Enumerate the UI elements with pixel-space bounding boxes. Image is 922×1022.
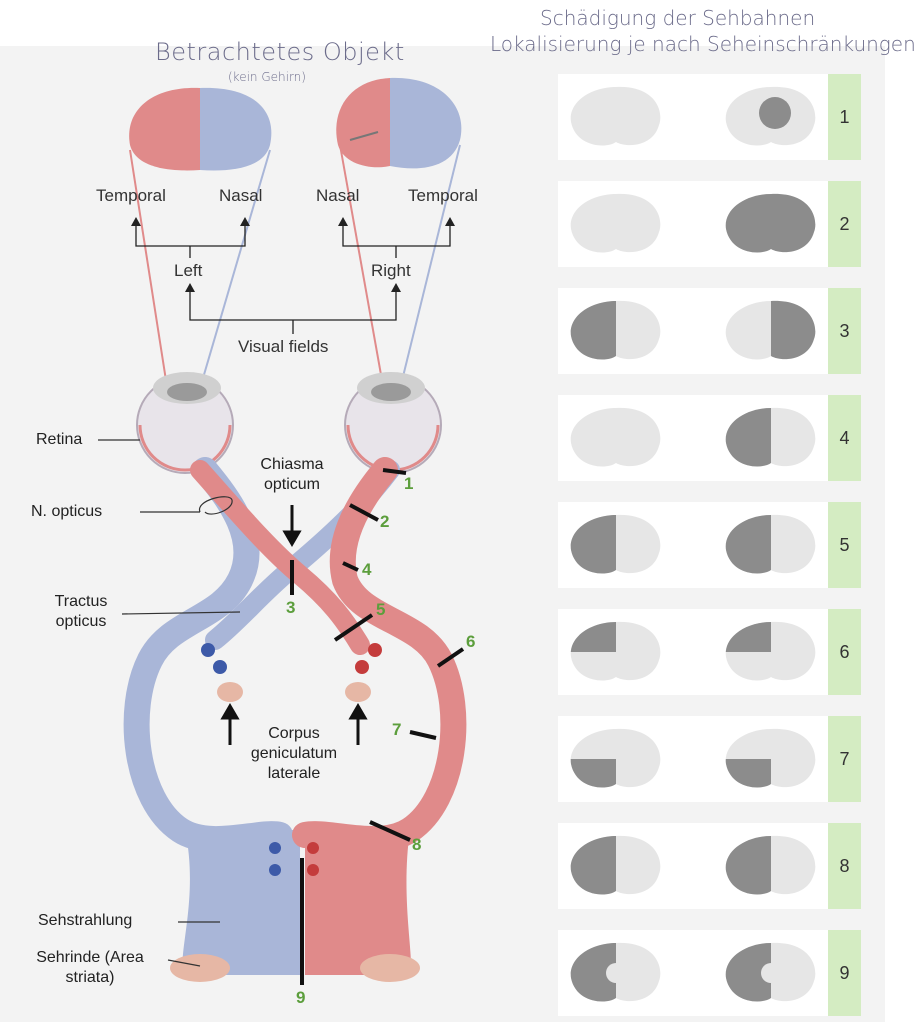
label-nasal-left: Nasal bbox=[219, 186, 263, 205]
visual-field-shape bbox=[570, 407, 661, 467]
lesion-number-5: 5 bbox=[376, 600, 386, 619]
deficit-row: 1 bbox=[558, 74, 861, 160]
deficit-fields bbox=[570, 942, 816, 1002]
deficit-left-half bbox=[570, 300, 616, 360]
deficit-full bbox=[725, 193, 816, 253]
label-cgl-line3: laterale bbox=[267, 765, 321, 782]
lesion-number-8: 8 bbox=[412, 835, 422, 854]
label-temporal-left: Temporal bbox=[96, 186, 166, 205]
handwritten-subtitle: (kein Gehirn) bbox=[228, 70, 306, 84]
right-visual-field-disc bbox=[336, 77, 462, 169]
label-chiasma-line2: opticum bbox=[263, 476, 321, 493]
left-eyeball bbox=[136, 372, 234, 474]
handwritten-heading-line1: Schädigung der Sehbahnen bbox=[540, 6, 816, 30]
deficit-lower-left-quadrant bbox=[725, 759, 771, 788]
label-right: Right bbox=[371, 261, 411, 280]
label-left: Left bbox=[174, 261, 203, 280]
label-retina: Retina bbox=[36, 431, 83, 448]
deficit-row: 6 bbox=[558, 609, 861, 695]
row-number-tab: 8 bbox=[828, 823, 861, 909]
deficit-left-half-macular-sparing bbox=[725, 942, 781, 1002]
handwritten-title-object: Betrachtetes Objekt bbox=[155, 38, 405, 66]
deficit-fields bbox=[570, 728, 816, 788]
label-n-opticus: N. opticus bbox=[31, 503, 103, 520]
deficit-fields bbox=[570, 514, 816, 574]
deficit-fields bbox=[570, 86, 816, 146]
deficit-left-half bbox=[570, 835, 616, 895]
deficit-left-half bbox=[725, 407, 771, 467]
label-temporal-right: Temporal bbox=[408, 186, 478, 205]
lesion-number-9: 9 bbox=[296, 988, 306, 1007]
deficit-fields bbox=[570, 300, 816, 360]
blue-radiation-fill bbox=[182, 830, 300, 975]
lgn-right-nuclei bbox=[345, 643, 382, 702]
deficit-upper-left-quadrant bbox=[570, 621, 616, 652]
deficit-row: 7 bbox=[558, 716, 861, 802]
lesion-number-7: 7 bbox=[392, 720, 402, 739]
deficit-fields bbox=[570, 835, 816, 895]
row-number-tab: 4 bbox=[828, 395, 861, 481]
label-sehrinde: Sehrinde (Area striata) bbox=[10, 948, 170, 988]
label-tractus-line2: opticus bbox=[55, 613, 107, 630]
deficit-row: 4 bbox=[558, 395, 861, 481]
deficit-right-half bbox=[771, 300, 816, 360]
row-number-tab: 2 bbox=[828, 181, 861, 267]
deficit-fields bbox=[570, 621, 816, 681]
handwritten-heading-line2: Lokalisierung je nach Seheinschränkungen bbox=[490, 32, 916, 56]
lesion-number-3: 3 bbox=[286, 598, 296, 617]
label-chiasma: Chiasma opticum bbox=[252, 455, 332, 495]
label-visual-fields: Visual fields bbox=[238, 337, 329, 356]
deficit-row: 2 bbox=[558, 181, 861, 267]
row-number-tab: 7 bbox=[828, 716, 861, 802]
row-number-tab: 6 bbox=[828, 609, 861, 695]
deficit-upper-left-quadrant bbox=[725, 621, 771, 652]
label-nasal-right: Nasal bbox=[316, 186, 360, 205]
row-number-tab: 9 bbox=[828, 930, 861, 1016]
label-sehrinde-line2: striata) bbox=[65, 969, 115, 986]
deficit-lower-left-quadrant bbox=[570, 759, 616, 788]
visual-field-shape bbox=[570, 193, 661, 253]
red-radiation-fill bbox=[305, 830, 412, 975]
label-corpus-geniculatum: Corpus geniculatum laterale bbox=[242, 724, 346, 784]
lesion-number-2: 2 bbox=[380, 512, 390, 531]
deficit-row: 5 bbox=[558, 502, 861, 588]
label-cgl-line2: geniculatum bbox=[250, 745, 338, 762]
lesion-number-1: 1 bbox=[404, 474, 414, 493]
lgn-left-nuclei bbox=[201, 643, 243, 702]
label-tractus-line1: Tractus bbox=[54, 593, 108, 610]
row-number-tab: 1 bbox=[828, 74, 861, 160]
row-number-tab: 5 bbox=[828, 502, 861, 588]
label-tractus: Tractus opticus bbox=[42, 592, 120, 632]
lesion-number-6: 6 bbox=[466, 632, 476, 651]
right-eyeball bbox=[344, 372, 442, 474]
label-cgl-line1: Corpus bbox=[268, 725, 320, 742]
deficit-fields bbox=[570, 193, 816, 253]
left-visual-field-disc bbox=[129, 87, 272, 171]
lesion-number-4: 4 bbox=[362, 560, 372, 579]
visual-field-shape bbox=[570, 86, 661, 146]
label-sehstrahlung: Sehstrahlung bbox=[38, 912, 133, 929]
deficit-left-half bbox=[725, 514, 771, 574]
deficit-row: 8 bbox=[558, 823, 861, 909]
deficit-row: 3 bbox=[558, 288, 861, 374]
row-number-tab: 3 bbox=[828, 288, 861, 374]
visual-pathway-diagram bbox=[98, 77, 467, 985]
deficit-central-scotoma bbox=[759, 97, 791, 129]
deficit-left-half bbox=[570, 514, 616, 574]
deficit-left-half-macular-sparing bbox=[570, 942, 626, 1002]
label-chiasma-line1: Chiasma bbox=[260, 456, 324, 473]
label-sehrinde-line1: Sehrinde (Area bbox=[36, 949, 144, 966]
deficit-row: 9 bbox=[558, 930, 861, 1016]
deficit-fields bbox=[570, 407, 816, 467]
deficit-left-half bbox=[725, 835, 771, 895]
